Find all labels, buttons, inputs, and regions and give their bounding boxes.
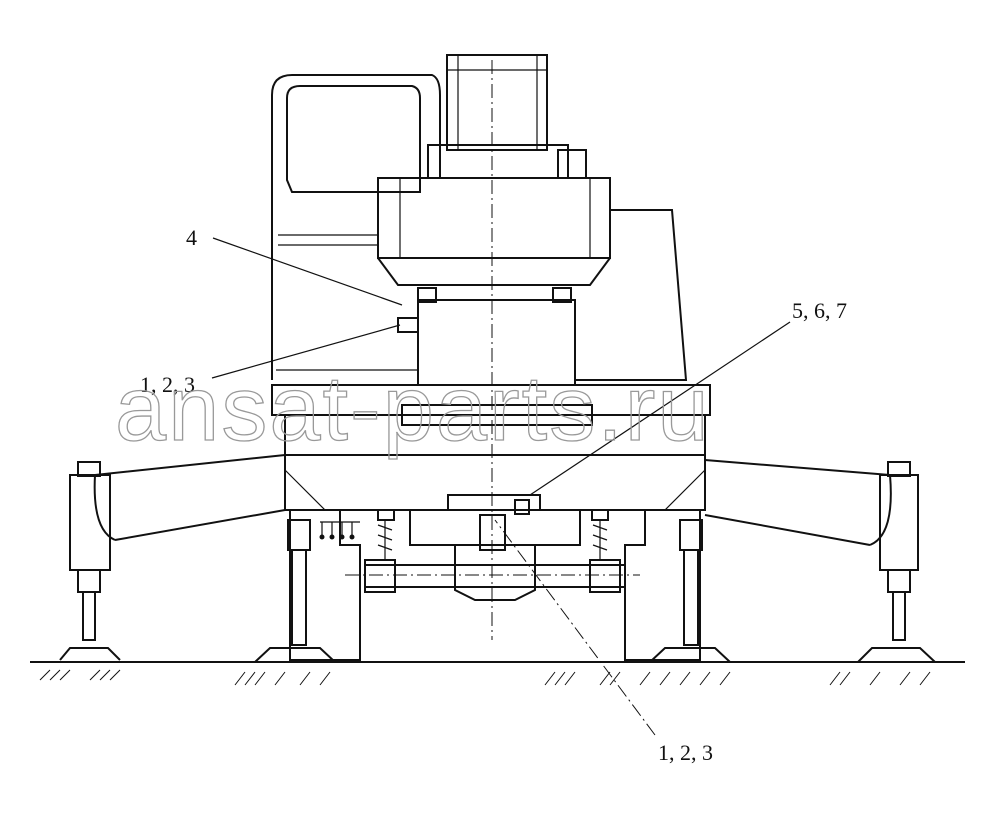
- callout-1-2-3-bottom: 1, 2, 3: [658, 740, 713, 765]
- leader-lines: [211, 237, 791, 736]
- upper-body: [377, 177, 688, 386]
- callout-5-6-7: 5, 6, 7: [792, 298, 847, 323]
- boom: [427, 54, 587, 179]
- hydraulic-fittings: [319, 521, 360, 540]
- axle: [345, 509, 640, 601]
- callout-4: 4: [186, 225, 197, 250]
- cab: [271, 74, 441, 380]
- right-outrigger: [624, 459, 936, 663]
- ground: [30, 661, 965, 686]
- left-outrigger: [59, 454, 361, 663]
- watermark: ansat-parts.ru: [115, 358, 711, 460]
- callout-1-2-3-left: 1, 2, 3: [140, 372, 195, 397]
